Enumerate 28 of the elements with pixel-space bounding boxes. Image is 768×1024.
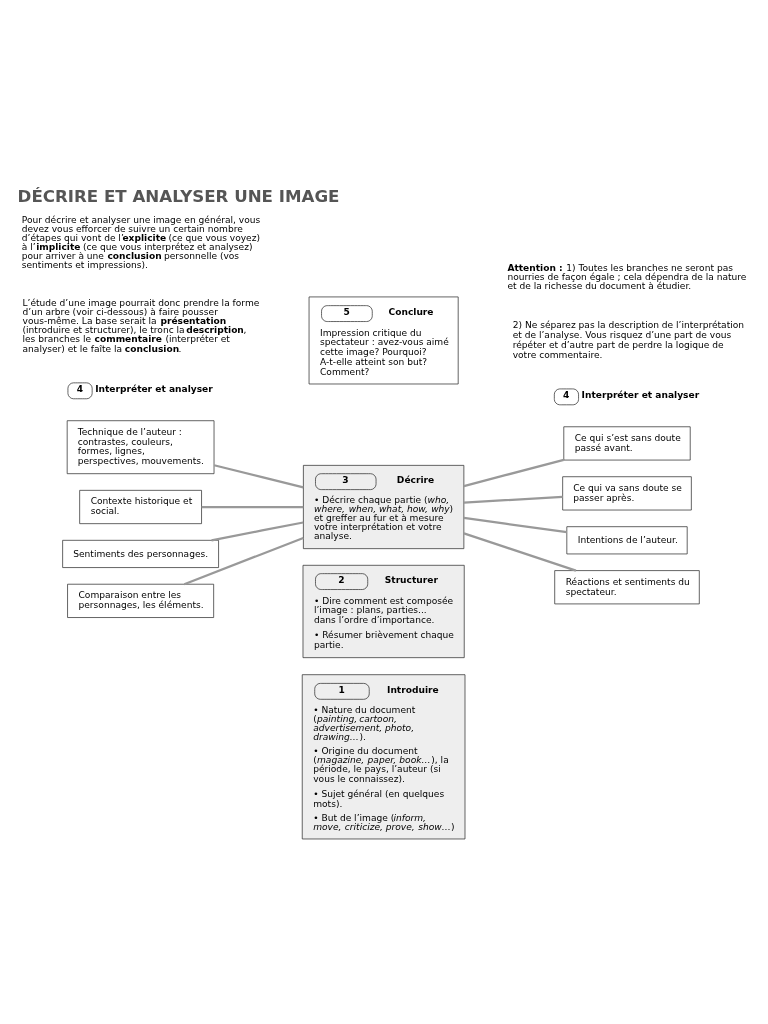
connector [201, 505, 304, 508]
node-box: 5 Conclure Impression critique du spectateur : avez-vous aimé cette image? Pourquoi? A-t-elle atteint son but? Comment? [308, 296, 459, 384]
connector [463, 495, 563, 504]
label: Interpréter et analyser [581, 389, 700, 400]
label: Pour décrire et analyser une image en général, vous devez vous efforcer de suivre un certain nombre d’étapes qui vont de l’explicite (ce que vous voyez) à l’implicite (ce que vous interprétez et analysez) pour arriver à une conclusion personnelle (vos sentiments et impressions). [21, 214, 261, 270]
node-box: Technique de l’auteur : contrastes, couleurs, formes, lignes, perspectives, mouvements. [66, 419, 215, 474]
node-box: Réactions et sentiments du spectateur. [554, 569, 700, 604]
node-box: Ce qui va sans doute se passer après. [562, 475, 692, 510]
node-box: 3 Décrire • Décrire chaque partie (who, where, when, what, how, why) et greffer au fur et à mesure votre interprétation et votre analyse. [303, 464, 465, 549]
connector [463, 516, 567, 533]
node-box: 1 Introduire • Nature du document (painting, cartoon, advertisement, photo, drawing…). • Origine du document (magazine, paper, book…), la période, le pays, l’auteur (si vous le connaissez). • Sujet général (en quelques mots). • But de l’image (inform, move, criticize, prove, show…) [301, 673, 466, 839]
label: 4 [563, 389, 570, 400]
connector [213, 463, 304, 488]
node-box: Contexte historique et social. [79, 489, 202, 524]
node-box: Comparaison entre les personnages, les éléments. [67, 583, 215, 618]
label: Attention : 1) Toutes les branches ne seront pas nourries de façon égale ; cela dépendra de la nature et de la richesse du document à étudier. [507, 262, 747, 291]
node-box: Intentions de l’auteur. [566, 525, 688, 554]
label: 4 [76, 383, 83, 394]
connector [463, 458, 564, 487]
label: L’étude d’une image pourrait donc prendre la forme d’un arbre (voir ci-dessous) à faire pousser vous-même. La base serait la présentation (introduire et structurer), le tronc la description, les branches le commentaire (interpréter et analyser) et le faîte la conclusion. [22, 297, 260, 354]
label: Interpréter et analyser [95, 383, 213, 394]
node-box: 2 Structurer • Dire comment est composée l’image : plans, parties... dans l’ordre d’importance. • Résumer brièvement chaque partie. [302, 564, 465, 658]
connector [211, 520, 304, 541]
connector [183, 536, 304, 585]
node-box: Ce qui s’est sans doute passé avant. [563, 425, 691, 460]
label: 2) Ne séparez pas la description de l’interprétation et de l’analyse. Vous risquez d’une part de vous répéter et d’autre part de perdre la logique de votre commentaire. [512, 319, 745, 360]
node-box: Sentiments des personnages. [62, 539, 219, 568]
diagram-title: DÉCRIRE ET ANALYSER UNE IMAGE [17, 186, 340, 206]
